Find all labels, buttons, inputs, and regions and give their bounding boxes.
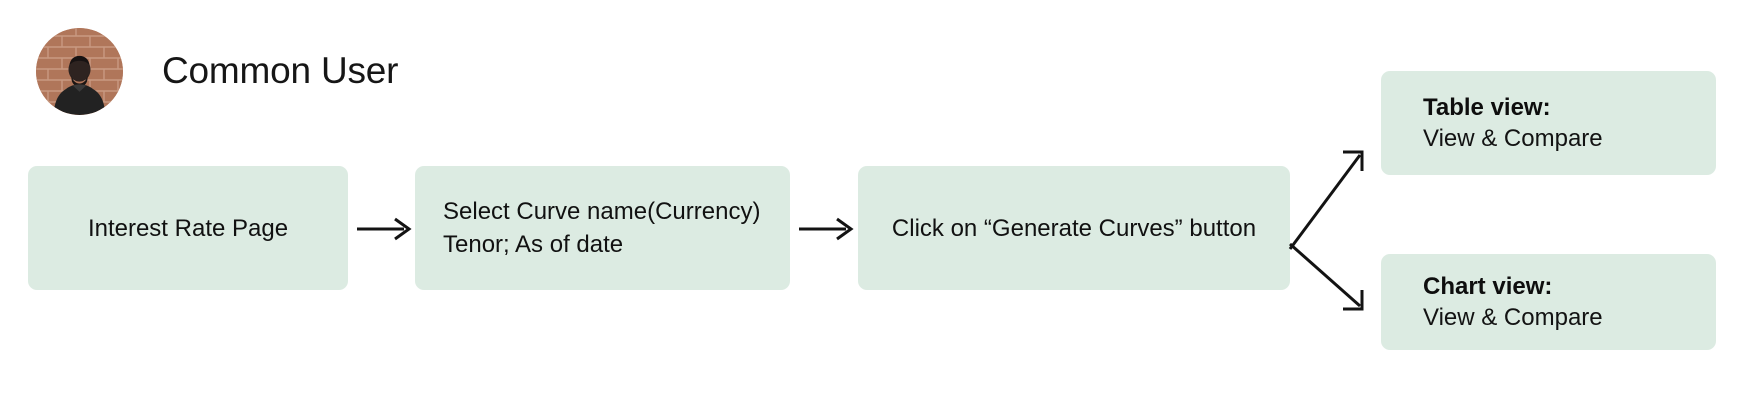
outcome-title: Chart view: (1423, 272, 1553, 300)
flow-node-generate-curves[interactable]: Click on “Generate Curves” button (858, 166, 1290, 290)
page-title: Common User (162, 50, 399, 91)
flow-node-select-curve[interactable]: Select Curve name(Currency) Tenor; As of… (415, 166, 790, 290)
flow-node-label: Select Curve name(Currency) Tenor; As of… (443, 198, 761, 258)
flow-node-label: Interest Rate Page (87, 214, 289, 242)
arrow-right-icon (799, 217, 854, 241)
flow-node-interest-rate-page[interactable]: Interest Rate Page (28, 166, 348, 290)
flow-node-label: Click on “Generate Curves” button (891, 214, 1257, 242)
arrow-right-icon (357, 217, 412, 241)
outcome-node-chart-view[interactable]: Chart view: View & Compare (1381, 254, 1716, 350)
arrow-down-right-icon (1289, 242, 1364, 311)
outcome-subtitle: View & Compare (1423, 124, 1603, 152)
outcome-title: Table view: (1423, 93, 1551, 121)
avatar (36, 28, 123, 115)
arrow-up-right-icon (1288, 150, 1364, 250)
user-avatar-photo (36, 28, 123, 115)
outcome-node-table-view[interactable]: Table view: View & Compare (1381, 71, 1716, 175)
outcome-subtitle: View & Compare (1423, 303, 1603, 331)
